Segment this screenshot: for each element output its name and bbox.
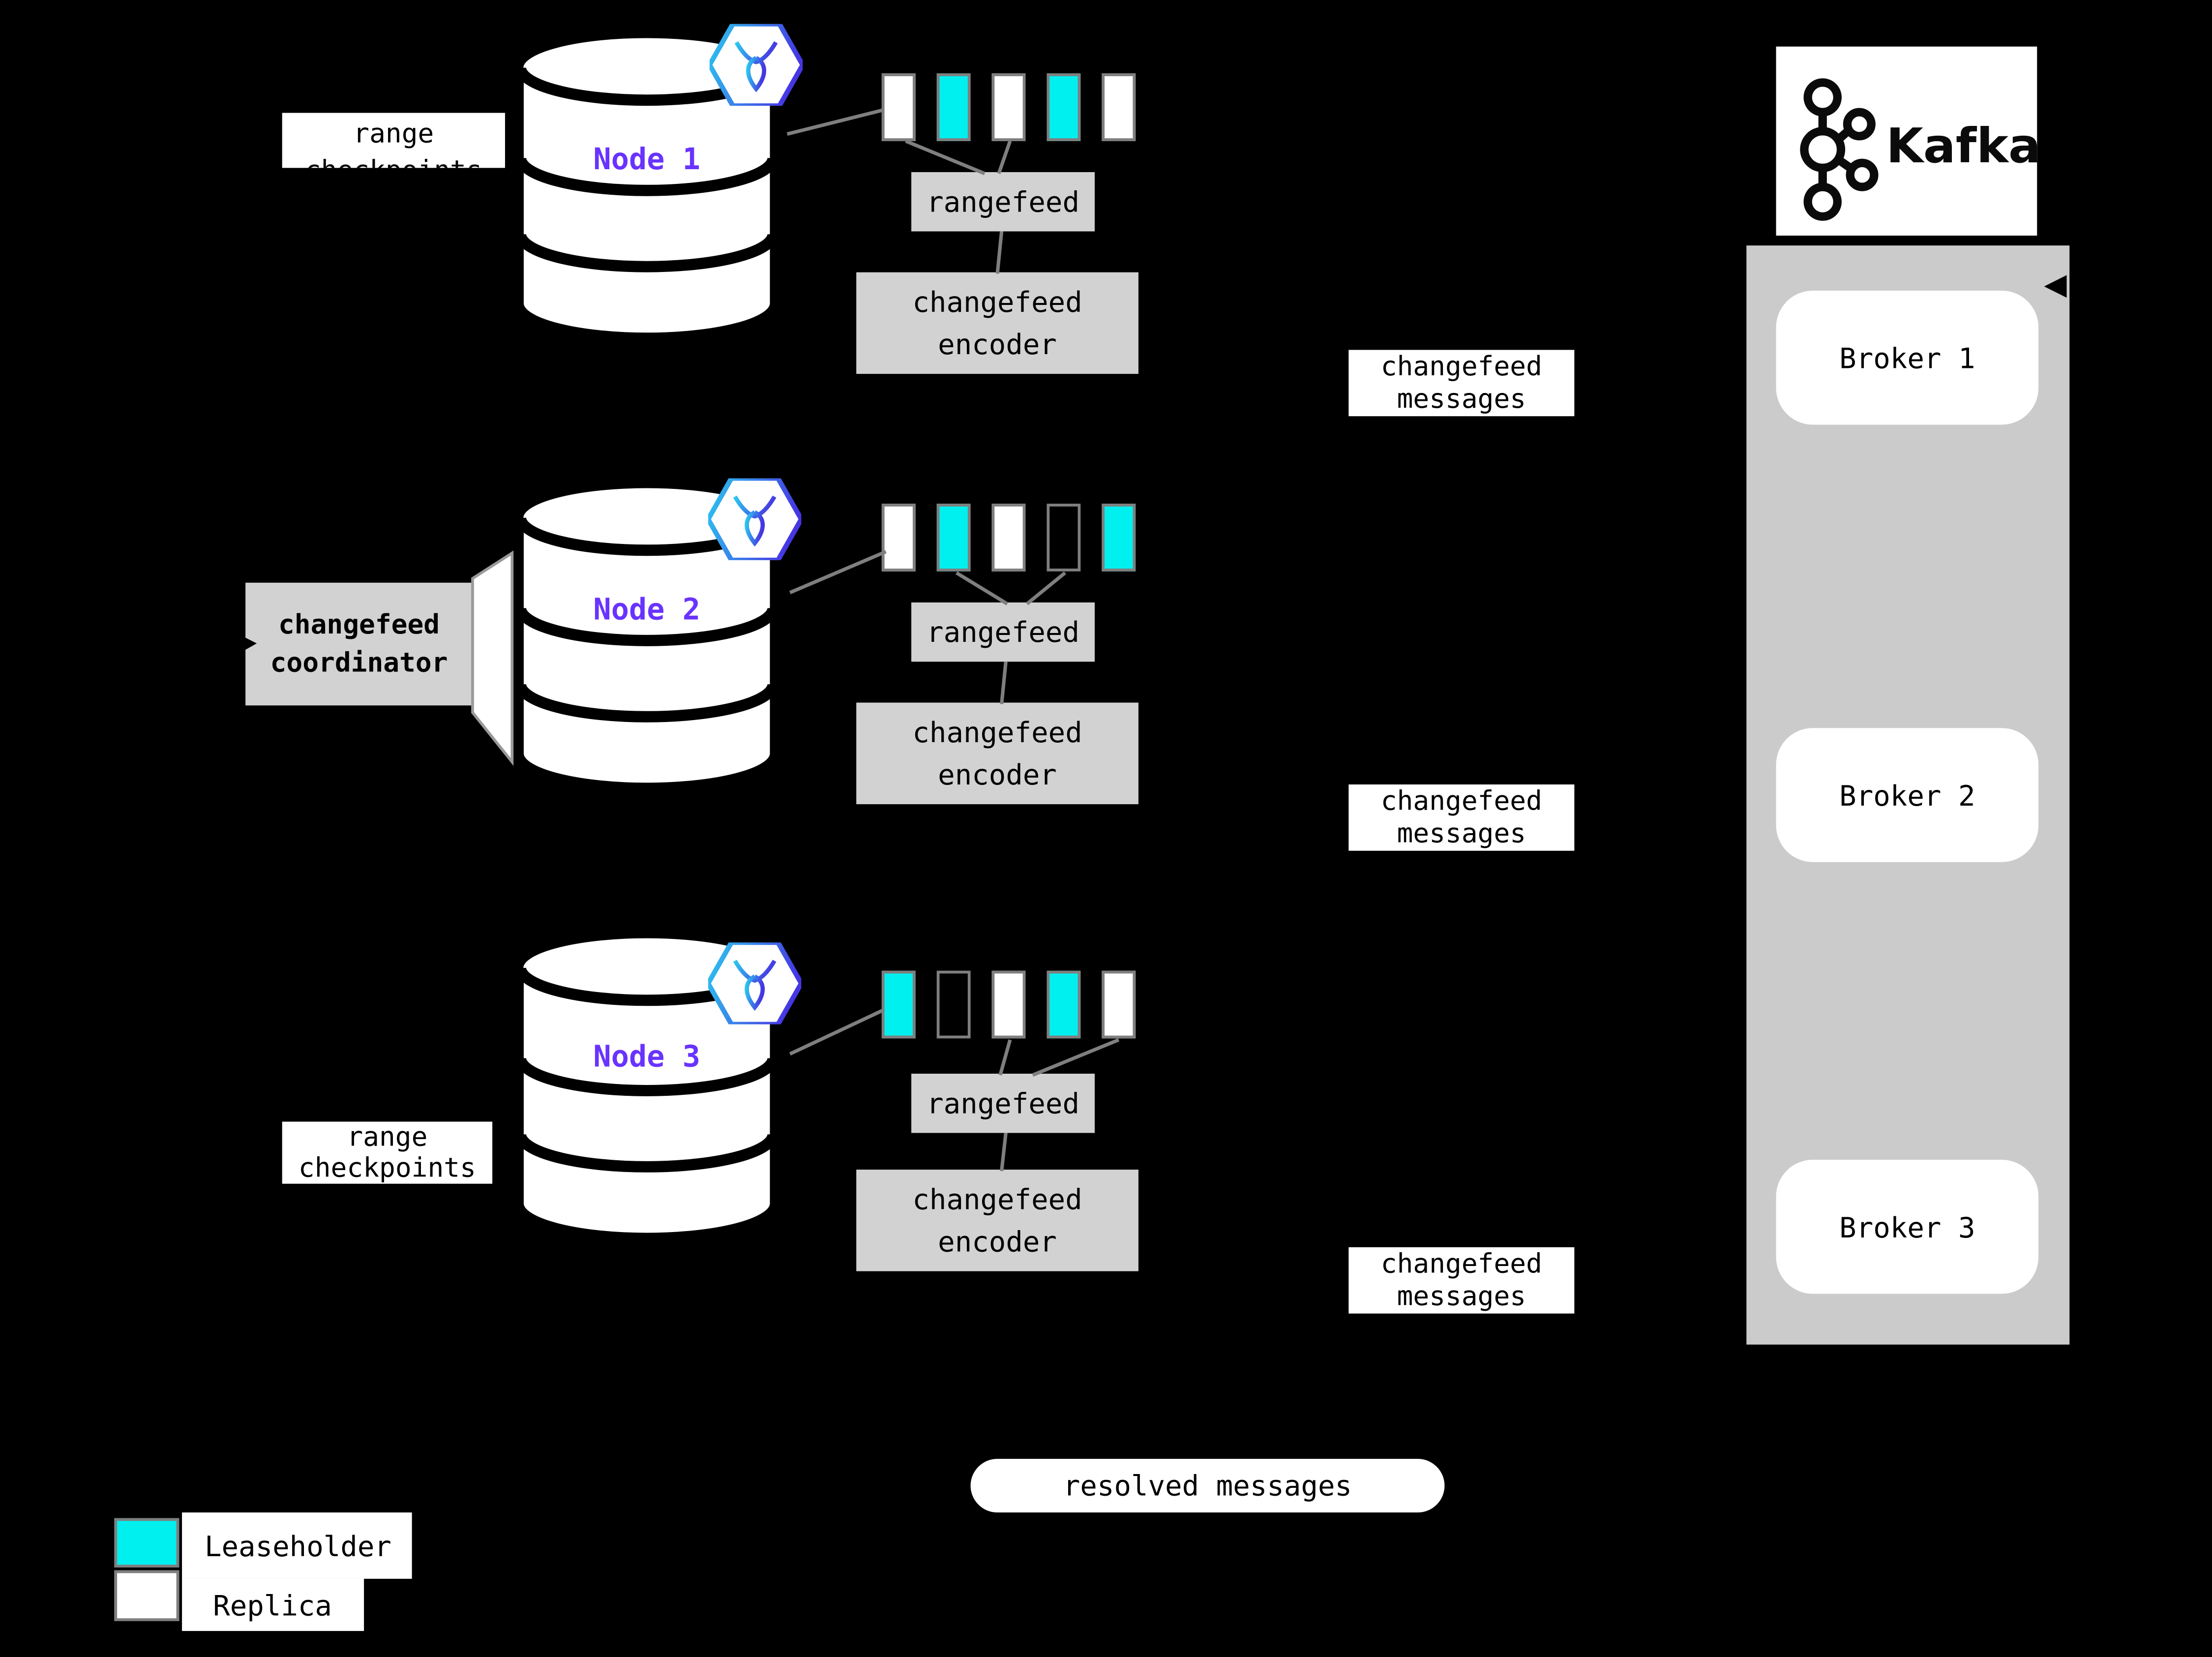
cockroachdb-icon — [707, 21, 806, 112]
node1-range-1 — [881, 73, 916, 141]
node2-range-4 — [1046, 504, 1081, 572]
broker-1: Broker 1 — [1776, 290, 2039, 425]
node1-range-2 — [936, 73, 971, 141]
cockroachdb-icon — [705, 476, 805, 566]
node1-database-cylinder — [515, 32, 779, 380]
range-checkpoints-label-top: range checkpoints — [282, 113, 505, 168]
node2-range-5 — [1102, 504, 1136, 572]
resolved-messages-pill: resolved messages — [970, 1459, 1445, 1513]
node2-changefeed-encoder-box: changefeed encoder — [856, 702, 1138, 805]
node1-changefeed-messages-label: changefeed messages — [1348, 350, 1575, 417]
node1-range-3 — [991, 73, 1026, 141]
range-checkpoints-label-bottom: range checkpoints — [282, 1121, 493, 1184]
node1-rangefeed-box: rangefeed — [911, 172, 1095, 232]
changefeed-coordinator-callout: changefeed coordinator — [245, 582, 473, 706]
node1-changefeed-encoder-box: changefeed encoder — [856, 272, 1138, 374]
node2-range-3 — [991, 504, 1026, 572]
node1-range-5 — [1102, 73, 1136, 141]
node3-changefeed-encoder-box: changefeed encoder — [856, 1170, 1138, 1271]
node2-range-1 — [881, 504, 916, 572]
node2-rangefeed-box: rangefeed — [911, 602, 1095, 662]
node2-label: Node 2 — [593, 592, 701, 627]
legend-leaseholder-text: Leaseholder — [204, 1529, 391, 1563]
node2-changefeed-messages-label: changefeed messages — [1348, 784, 1575, 851]
node3-rangefeed-box: rangefeed — [911, 1074, 1095, 1133]
node3-range-2 — [936, 970, 971, 1039]
legend-replica-label-box: Replica — [182, 1578, 364, 1631]
broker-3: Broker 3 — [1776, 1159, 2039, 1294]
node3-changefeed-messages-label: changefeed messages — [1348, 1247, 1575, 1314]
legend-leaseholder-label-box: Leaseholder — [182, 1512, 412, 1579]
node3-range-1 — [881, 970, 916, 1039]
legend-replica-text: Replica — [213, 1588, 332, 1622]
kafka-icon — [1800, 78, 1879, 221]
node1-label: Node 1 — [593, 142, 701, 177]
cockroachdb-icon — [705, 940, 805, 1030]
legend-leaseholder-swatch — [114, 1518, 179, 1568]
legend-replica-swatch — [114, 1570, 179, 1622]
kafka-wordmark: Kafka — [1886, 118, 2041, 175]
node1-range-4 — [1046, 73, 1081, 141]
node3-range-5 — [1102, 970, 1136, 1039]
node3-label: Node 3 — [593, 1040, 701, 1074]
broker-2: Broker 2 — [1776, 728, 2039, 862]
node2-range-2 — [936, 504, 971, 572]
node3-range-3 — [991, 970, 1026, 1039]
node3-range-4 — [1046, 970, 1081, 1039]
